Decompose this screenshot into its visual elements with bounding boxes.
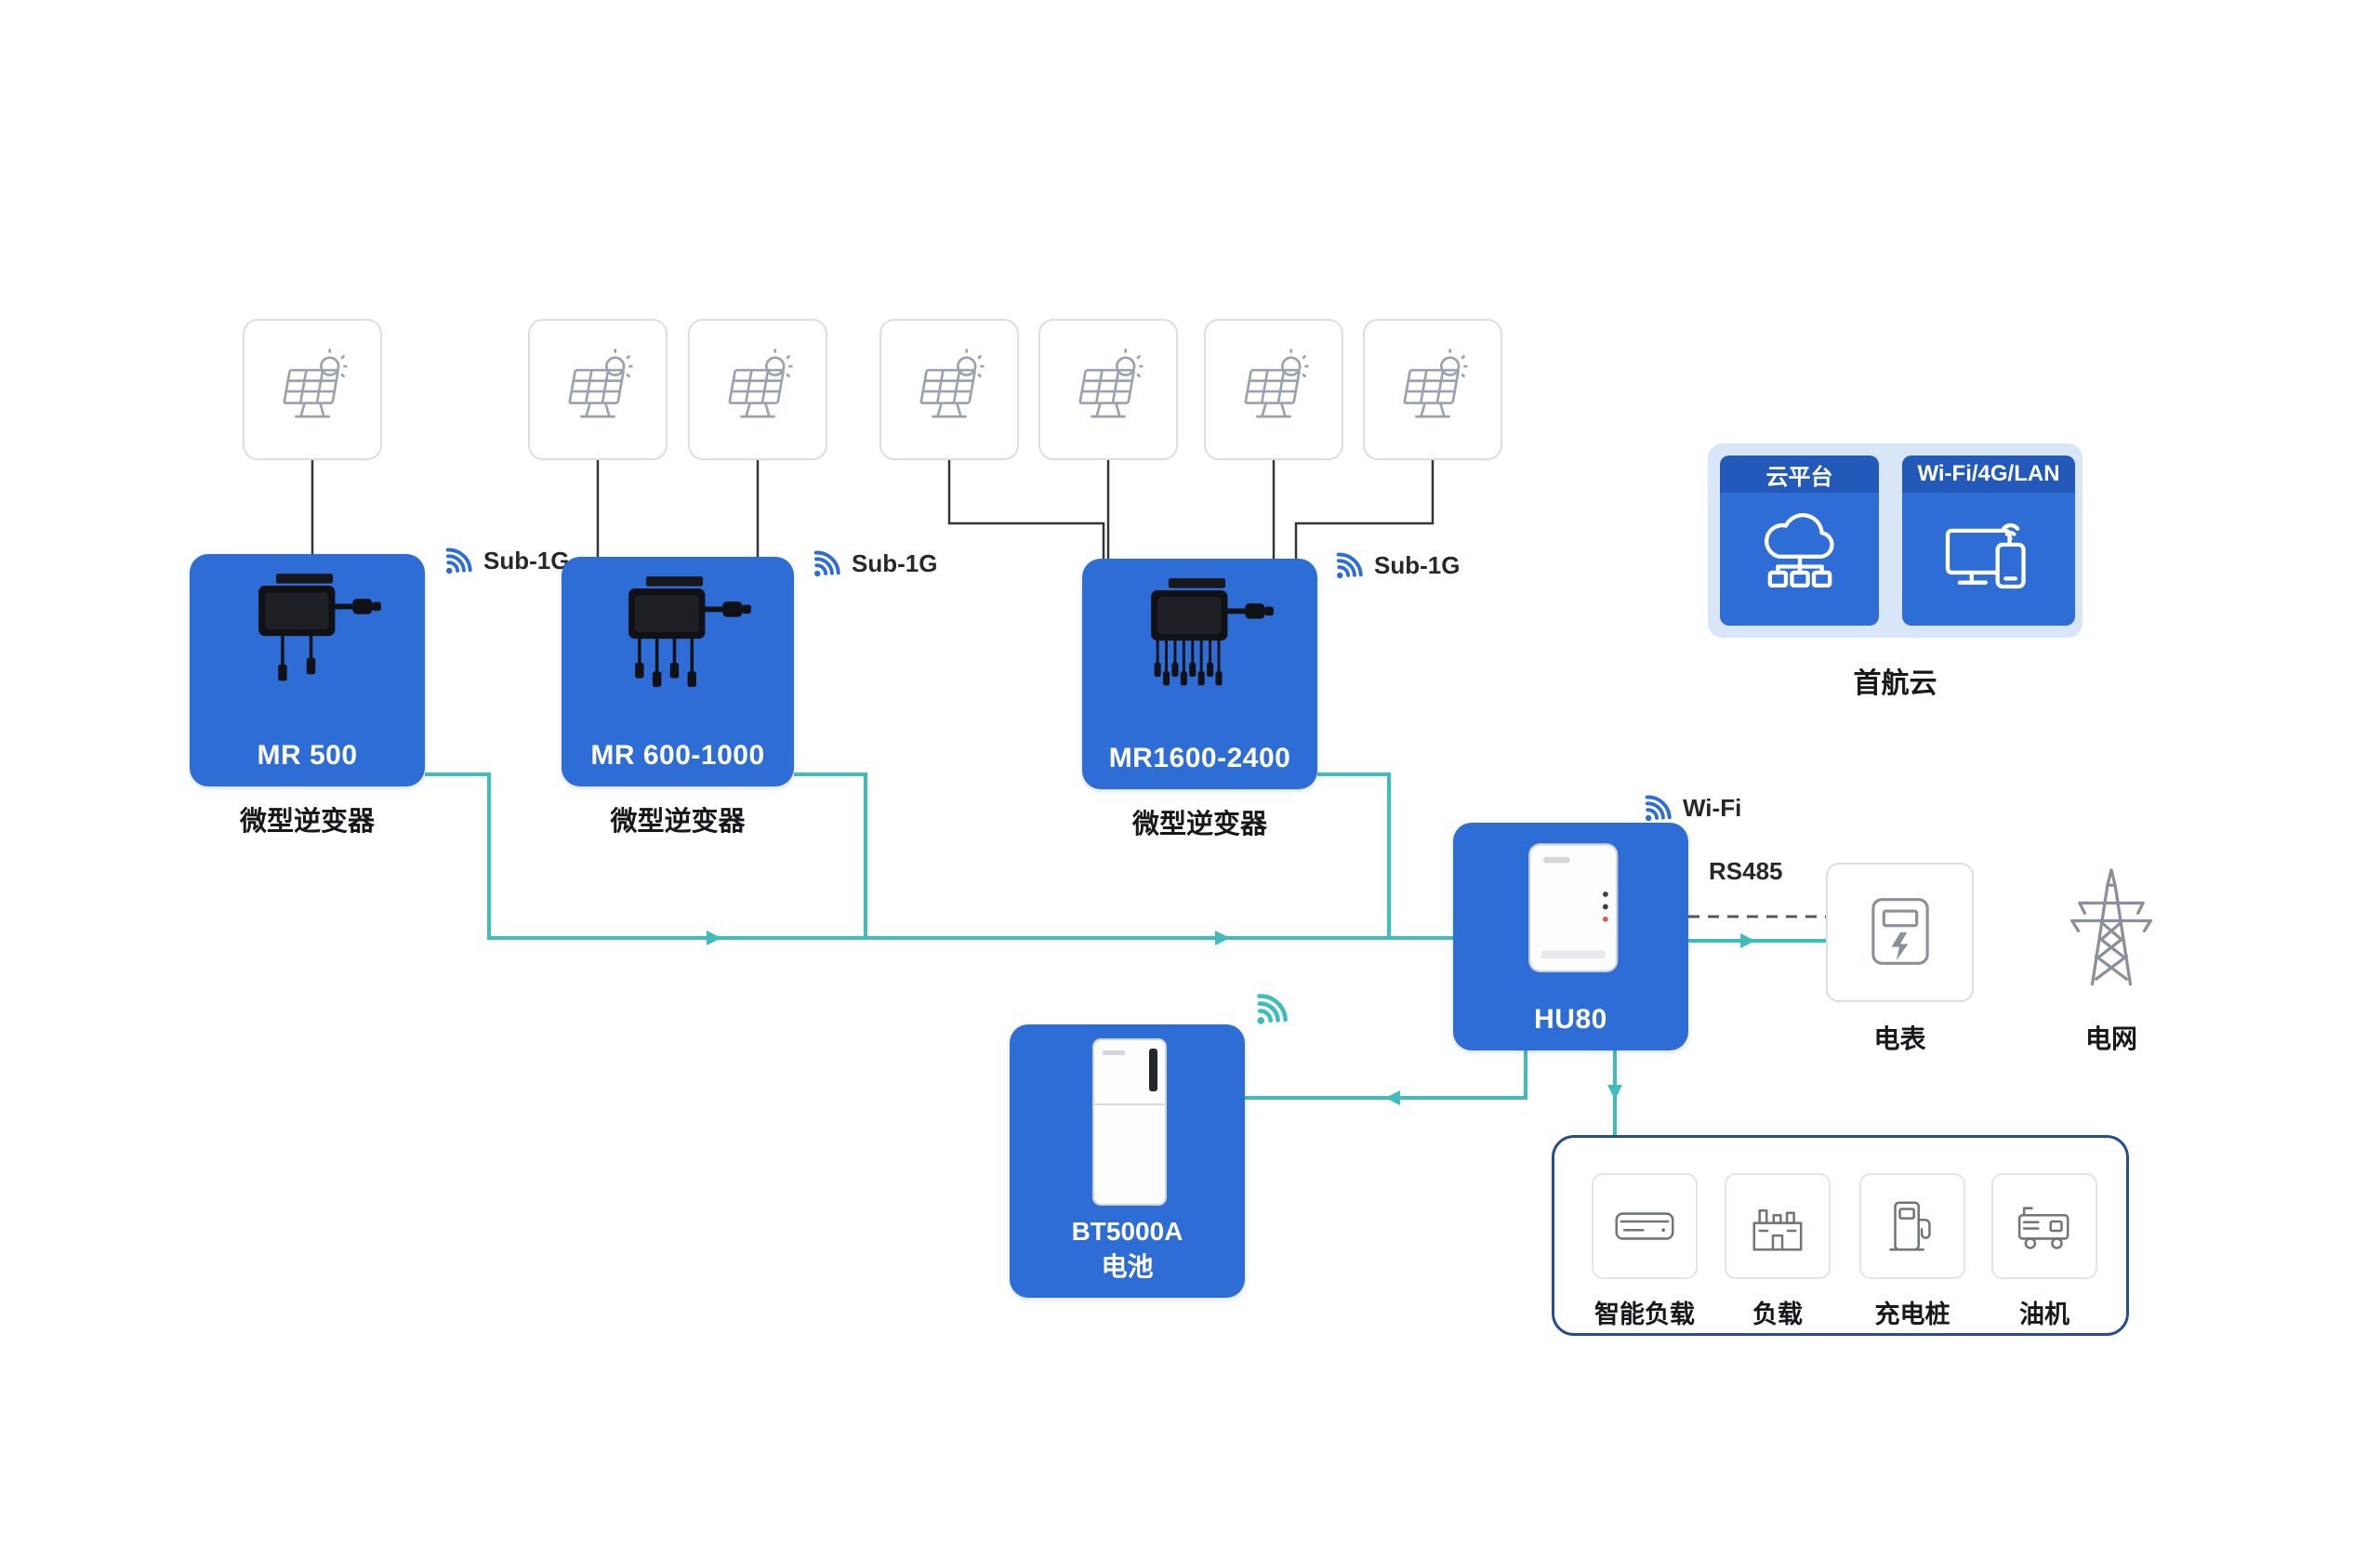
wifi-icon bbox=[445, 548, 472, 574]
solar-panel bbox=[528, 319, 668, 460]
solar-panel-icon bbox=[1403, 349, 1468, 418]
cloud-connectivity-header: Wi-Fi/4G/LAN bbox=[1902, 456, 2075, 493]
inverter-model-label: MR 500 bbox=[257, 740, 358, 771]
battery-type-label: 电池 bbox=[1101, 1252, 1154, 1282]
radio-label: Sub-1G bbox=[483, 546, 570, 574]
load-label-load: 负载 bbox=[1752, 1301, 1803, 1328]
solar-panel bbox=[1363, 319, 1502, 460]
solar-panel bbox=[1038, 319, 1178, 460]
radio-label: Wi-Fi bbox=[1683, 793, 1742, 822]
solar-panel bbox=[879, 319, 1019, 460]
solar-panel bbox=[688, 319, 827, 460]
solar-panel-icon bbox=[568, 349, 633, 418]
load-tile-generator bbox=[1991, 1173, 2097, 1279]
microinverter-device-icon bbox=[1150, 578, 1274, 686]
meter-box bbox=[1826, 863, 1974, 1002]
battery-model-label: BT5000A bbox=[1071, 1217, 1183, 1247]
microinverter-device-icon bbox=[258, 574, 381, 681]
cloud-platform-header: 云平台 bbox=[1720, 456, 1879, 493]
solar-panel-icon bbox=[919, 349, 985, 418]
battery-label: BT5000A 电池 bbox=[1010, 1214, 1245, 1285]
load-label-smart-load: 智能负载 bbox=[1594, 1301, 1695, 1328]
load-tile-load bbox=[1725, 1173, 1831, 1279]
electric-meter-icon bbox=[1871, 898, 1929, 965]
radio-label: Sub-1G bbox=[1374, 550, 1461, 579]
solar-panel-icon bbox=[1078, 349, 1144, 418]
meter-label: 电表 bbox=[1873, 1024, 1926, 1053]
smart-load-icon bbox=[1615, 1212, 1674, 1240]
load-building-icon bbox=[1752, 1208, 1803, 1251]
hub-model-label: HU80 bbox=[1534, 1004, 1607, 1035]
grid-label: 电网 bbox=[2084, 1024, 2137, 1053]
inverter-model-label: MR 600-1000 bbox=[590, 740, 765, 771]
generator-icon bbox=[2017, 1207, 2069, 1249]
grid-box bbox=[2042, 855, 2181, 1004]
solar-panel bbox=[243, 319, 382, 460]
solar-panel-icon bbox=[728, 349, 793, 418]
inverter-card-mr1600-2400: MR1600-2400 bbox=[1082, 559, 1317, 789]
inverter-card-mr500: MR 500 bbox=[190, 554, 425, 786]
radio-tag-sub1g: Sub-1G bbox=[1324, 544, 1460, 587]
radio-tag-sub1g: Sub-1G bbox=[433, 539, 569, 582]
rs485-label: RS485 bbox=[1709, 857, 1783, 885]
cloud-platform-tile: 云平台 bbox=[1720, 456, 1879, 626]
cloud-network-icon bbox=[1764, 512, 1834, 588]
inverter-type-label: 微型逆变器 bbox=[239, 807, 375, 837]
load-label-ev-charger: 充电桩 bbox=[1874, 1301, 1950, 1328]
monitor-phone-icon bbox=[1945, 522, 2026, 588]
battery-card-bt5000a: BT5000A 电池 bbox=[1010, 1024, 1245, 1298]
microinverter-device-icon bbox=[628, 576, 751, 687]
radio-label: Sub-1G bbox=[852, 548, 938, 577]
cloud-connectivity-tile: Wi-Fi/4G/LAN bbox=[1902, 456, 2075, 626]
load-tile-ev-charger bbox=[1859, 1173, 1965, 1279]
radio-tag-wifi: Wi-Fi bbox=[1633, 786, 1741, 829]
wifi-icon bbox=[1257, 994, 1288, 1024]
solar-panel bbox=[1204, 319, 1343, 460]
inverter-card-mr600-1000: MR 600-1000 bbox=[562, 557, 794, 786]
load-tile-smart-load bbox=[1592, 1173, 1698, 1279]
hub-card-hu80: HU80 bbox=[1453, 823, 1688, 1050]
hub-device-icon bbox=[1527, 843, 1618, 972]
ev-charger-icon bbox=[1889, 1201, 1931, 1251]
cloud-panel: 云平台 Wi-Fi/4G/LAN bbox=[1708, 443, 2082, 638]
solar-panel-icon bbox=[283, 349, 348, 418]
battery-device-icon bbox=[1091, 1038, 1167, 1206]
inverter-model-label: MR1600-2400 bbox=[1108, 743, 1291, 773]
wifi-icon bbox=[813, 550, 840, 577]
inverter-type-label: 微型逆变器 bbox=[610, 807, 746, 837]
inverter-type-label: 微型逆变器 bbox=[1131, 810, 1267, 839]
loads-panel: 智能负载 负载 充电桩 油机 bbox=[1552, 1135, 2129, 1336]
load-label-generator: 油机 bbox=[2019, 1301, 2069, 1328]
wifi-icon bbox=[1645, 795, 1672, 822]
radio-tag-sub1g: Sub-1G bbox=[801, 542, 937, 585]
wifi-icon bbox=[1336, 552, 1363, 579]
cloud-name-label: 首航云 bbox=[1853, 668, 1937, 699]
solar-panel-icon bbox=[1244, 349, 1309, 418]
power-grid-icon bbox=[2070, 868, 2152, 986]
